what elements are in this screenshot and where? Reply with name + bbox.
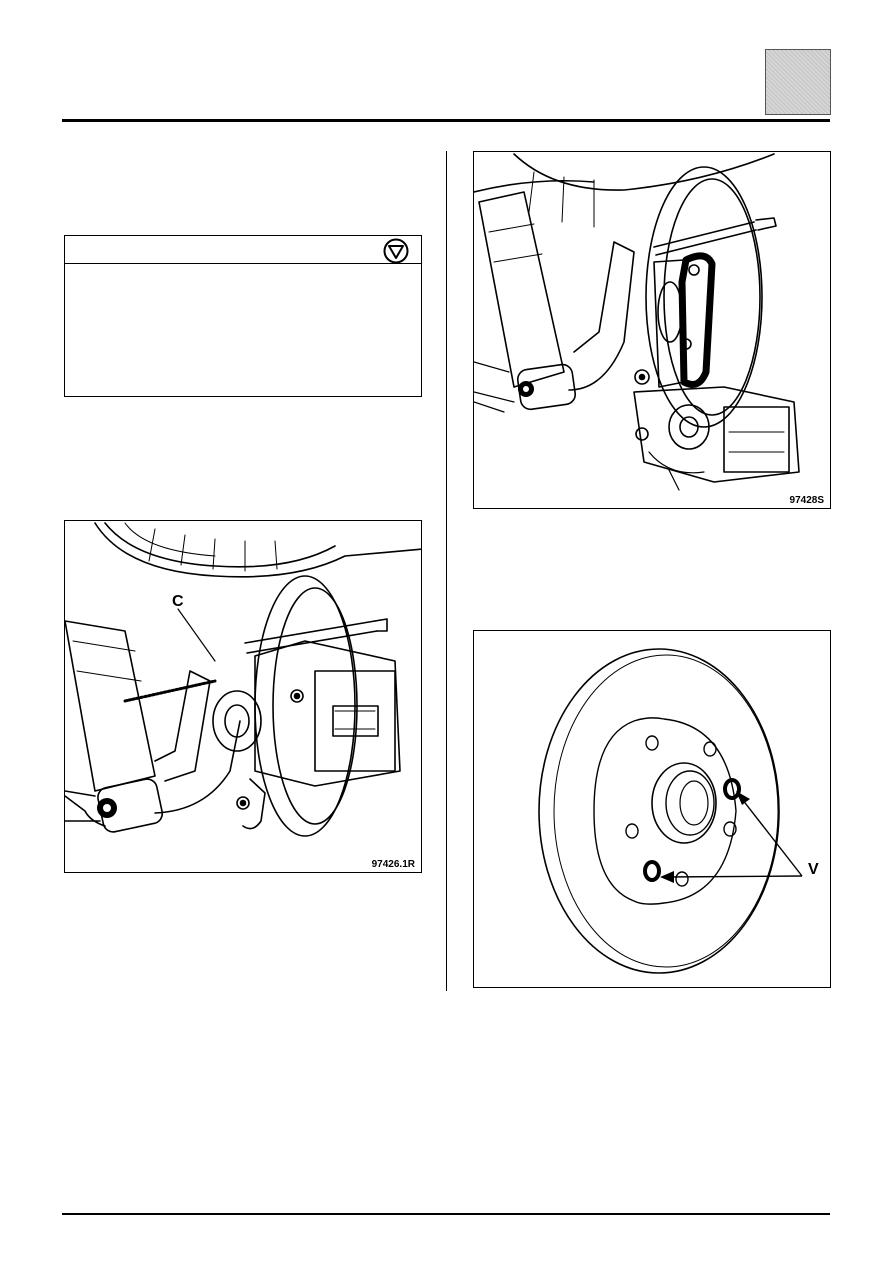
callout-c: C: [172, 593, 184, 610]
figure-reference: 97428S: [789, 495, 824, 506]
stop-triangle-icon: [383, 238, 409, 264]
figure-reference: 97426.1R: [371, 859, 415, 870]
disc-illustration: [538, 648, 803, 974]
warning-box: [64, 235, 422, 397]
bracket-illustration: [474, 153, 800, 491]
section-tab: [765, 49, 831, 115]
caliper-illustration: [65, 522, 421, 837]
figure-brake-disc: V: [473, 630, 831, 988]
footer-rule: [62, 1213, 830, 1215]
callout-v: V: [808, 861, 819, 878]
figure-bracket-removal: 97428S: [473, 151, 831, 509]
header-rule: [62, 119, 830, 122]
warning-box-divider: [65, 263, 421, 264]
column-divider: [446, 151, 447, 991]
figure-caliper-bracket: C 97426.1R: [64, 520, 422, 873]
